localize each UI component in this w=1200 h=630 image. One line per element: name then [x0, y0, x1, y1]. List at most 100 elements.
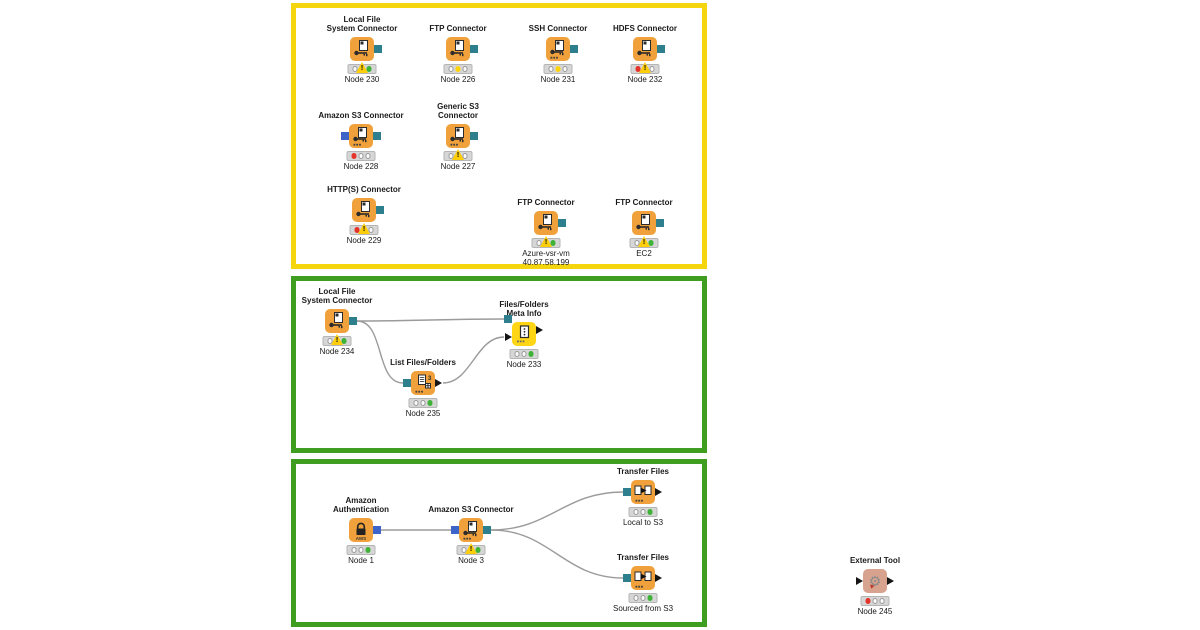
transfer-files-node[interactable]: Transfer Files Sourced from S3 — [583, 553, 703, 613]
out-port[interactable] — [657, 45, 665, 53]
out-port[interactable] — [470, 45, 478, 53]
external-tool-node[interactable]: External Tool ⚙ Node 245 — [815, 556, 935, 616]
status-light-off — [548, 66, 554, 72]
out-port[interactable] — [558, 219, 566, 227]
node-status-lights — [443, 64, 473, 74]
ftp-connector-ec2-node[interactable]: FTP Connector EC2 ! — [584, 198, 704, 258]
node-title: FTP Connector — [517, 198, 575, 207]
status-light-off — [521, 351, 527, 357]
file-key-icon[interactable] — [352, 198, 376, 222]
transfer-files-node[interactable]: Transfer Files Local to S3 — [583, 467, 703, 527]
out-port[interactable] — [483, 526, 491, 534]
status-light-off — [420, 400, 426, 406]
file-key-icon[interactable] — [446, 37, 470, 61]
status-light-off — [368, 227, 374, 233]
connection-wire[interactable] — [490, 529, 624, 579]
node-status-lights — [346, 151, 376, 161]
status-light-off — [872, 598, 878, 604]
file-key-icon[interactable] — [325, 309, 349, 333]
node-status-lights — [509, 349, 539, 359]
meta-info-icon[interactable] — [512, 322, 536, 346]
transfer-files-icon[interactable] — [631, 566, 655, 590]
in-port[interactable] — [451, 526, 459, 534]
annotation-box-transfer[interactable] — [291, 459, 707, 627]
ftp-connector-node[interactable]: FTP Connector Node 226 — [398, 24, 518, 84]
node-status-lights — [628, 507, 658, 517]
status-light-red — [354, 227, 360, 233]
node-title: HTTP(S) Connector — [327, 185, 401, 194]
out-port[interactable] — [435, 379, 442, 387]
transfer-files-icon[interactable] — [631, 480, 655, 504]
connection-wire[interactable] — [356, 320, 404, 384]
connection-wire[interactable] — [490, 491, 624, 531]
file-key-dots-icon[interactable] — [349, 124, 373, 148]
in-port[interactable] — [341, 132, 349, 140]
node-label: Node 3 — [458, 556, 484, 565]
file-key-dots-icon[interactable] — [459, 518, 483, 542]
svg-text:AWS: AWS — [356, 536, 366, 541]
out-port[interactable] — [349, 317, 357, 325]
ssh-connector-node[interactable]: SSH Connector Node 231 — [498, 24, 618, 84]
amazon-s3-connector-node[interactable]: Amazon S3 Connector Node 3 ! — [411, 505, 531, 565]
out-port[interactable] — [374, 45, 382, 53]
status-light-yellow — [555, 66, 561, 72]
in-port[interactable] — [505, 333, 512, 341]
out-port[interactable] — [373, 132, 381, 140]
status-light-green — [341, 338, 347, 344]
node-title: FTP Connector — [429, 24, 487, 33]
out-port[interactable] — [655, 488, 662, 496]
in-port[interactable] — [623, 574, 631, 582]
out-port[interactable] — [656, 219, 664, 227]
in-port[interactable] — [856, 577, 863, 585]
status-light-off — [461, 547, 467, 553]
file-key-icon[interactable] — [633, 37, 657, 61]
file-key-icon[interactable] — [534, 211, 558, 235]
out-port[interactable] — [536, 326, 543, 334]
amazon-s3-connector-node[interactable]: Amazon S3 Connector Node 228 — [301, 111, 421, 171]
node-label: Node 228 — [343, 162, 379, 171]
connection-wire[interactable] — [442, 336, 505, 384]
hdfs-connector-node[interactable]: HDFS Connector Node 232 ! — [585, 24, 705, 84]
connection-wire[interactable] — [356, 318, 505, 322]
status-light-red — [865, 598, 871, 604]
node-label: Node 235 — [405, 409, 441, 418]
gear-icon[interactable]: ⚙ — [863, 569, 887, 593]
in-port[interactable] — [403, 379, 411, 387]
annotation-box-list-files[interactable] — [291, 276, 707, 453]
out-port[interactable] — [373, 526, 381, 534]
status-light-off — [514, 351, 520, 357]
file-key-icon[interactable] — [632, 211, 656, 235]
annotation-box-connectors[interactable] — [291, 3, 707, 269]
node-title: List Files/Folders — [390, 358, 456, 367]
status-light-green — [647, 595, 653, 601]
out-port[interactable] — [570, 45, 578, 53]
out-port[interactable] — [655, 574, 662, 582]
file-key-dots-icon[interactable] — [546, 37, 570, 61]
file-key-dots-icon[interactable] — [446, 124, 470, 148]
status-light-off — [352, 66, 358, 72]
in-port[interactable] — [504, 315, 512, 323]
list-files-icon[interactable]: 3 — [411, 371, 435, 395]
node-title: FTP Connector — [615, 198, 673, 207]
out-port[interactable] — [470, 132, 478, 140]
file-key-icon[interactable] — [350, 37, 374, 61]
out-port[interactable] — [887, 577, 894, 585]
out-port[interactable] — [376, 206, 384, 214]
aws-lock-icon[interactable]: AWS — [349, 518, 373, 542]
https-connector-node[interactable]: HTTP(S) Connector Node 229 ! — [304, 185, 424, 245]
status-light-off — [462, 153, 468, 159]
list-files-folders-node[interactable]: List Files/Folders 3 Node 235 — [363, 358, 483, 418]
node-title: Transfer Files — [616, 467, 670, 476]
node-label: Node 234 — [319, 347, 355, 356]
node-title: Amazon S3 Connector — [318, 111, 404, 120]
in-port[interactable] — [623, 488, 631, 496]
warning-triangle-icon: ! — [452, 149, 464, 160]
